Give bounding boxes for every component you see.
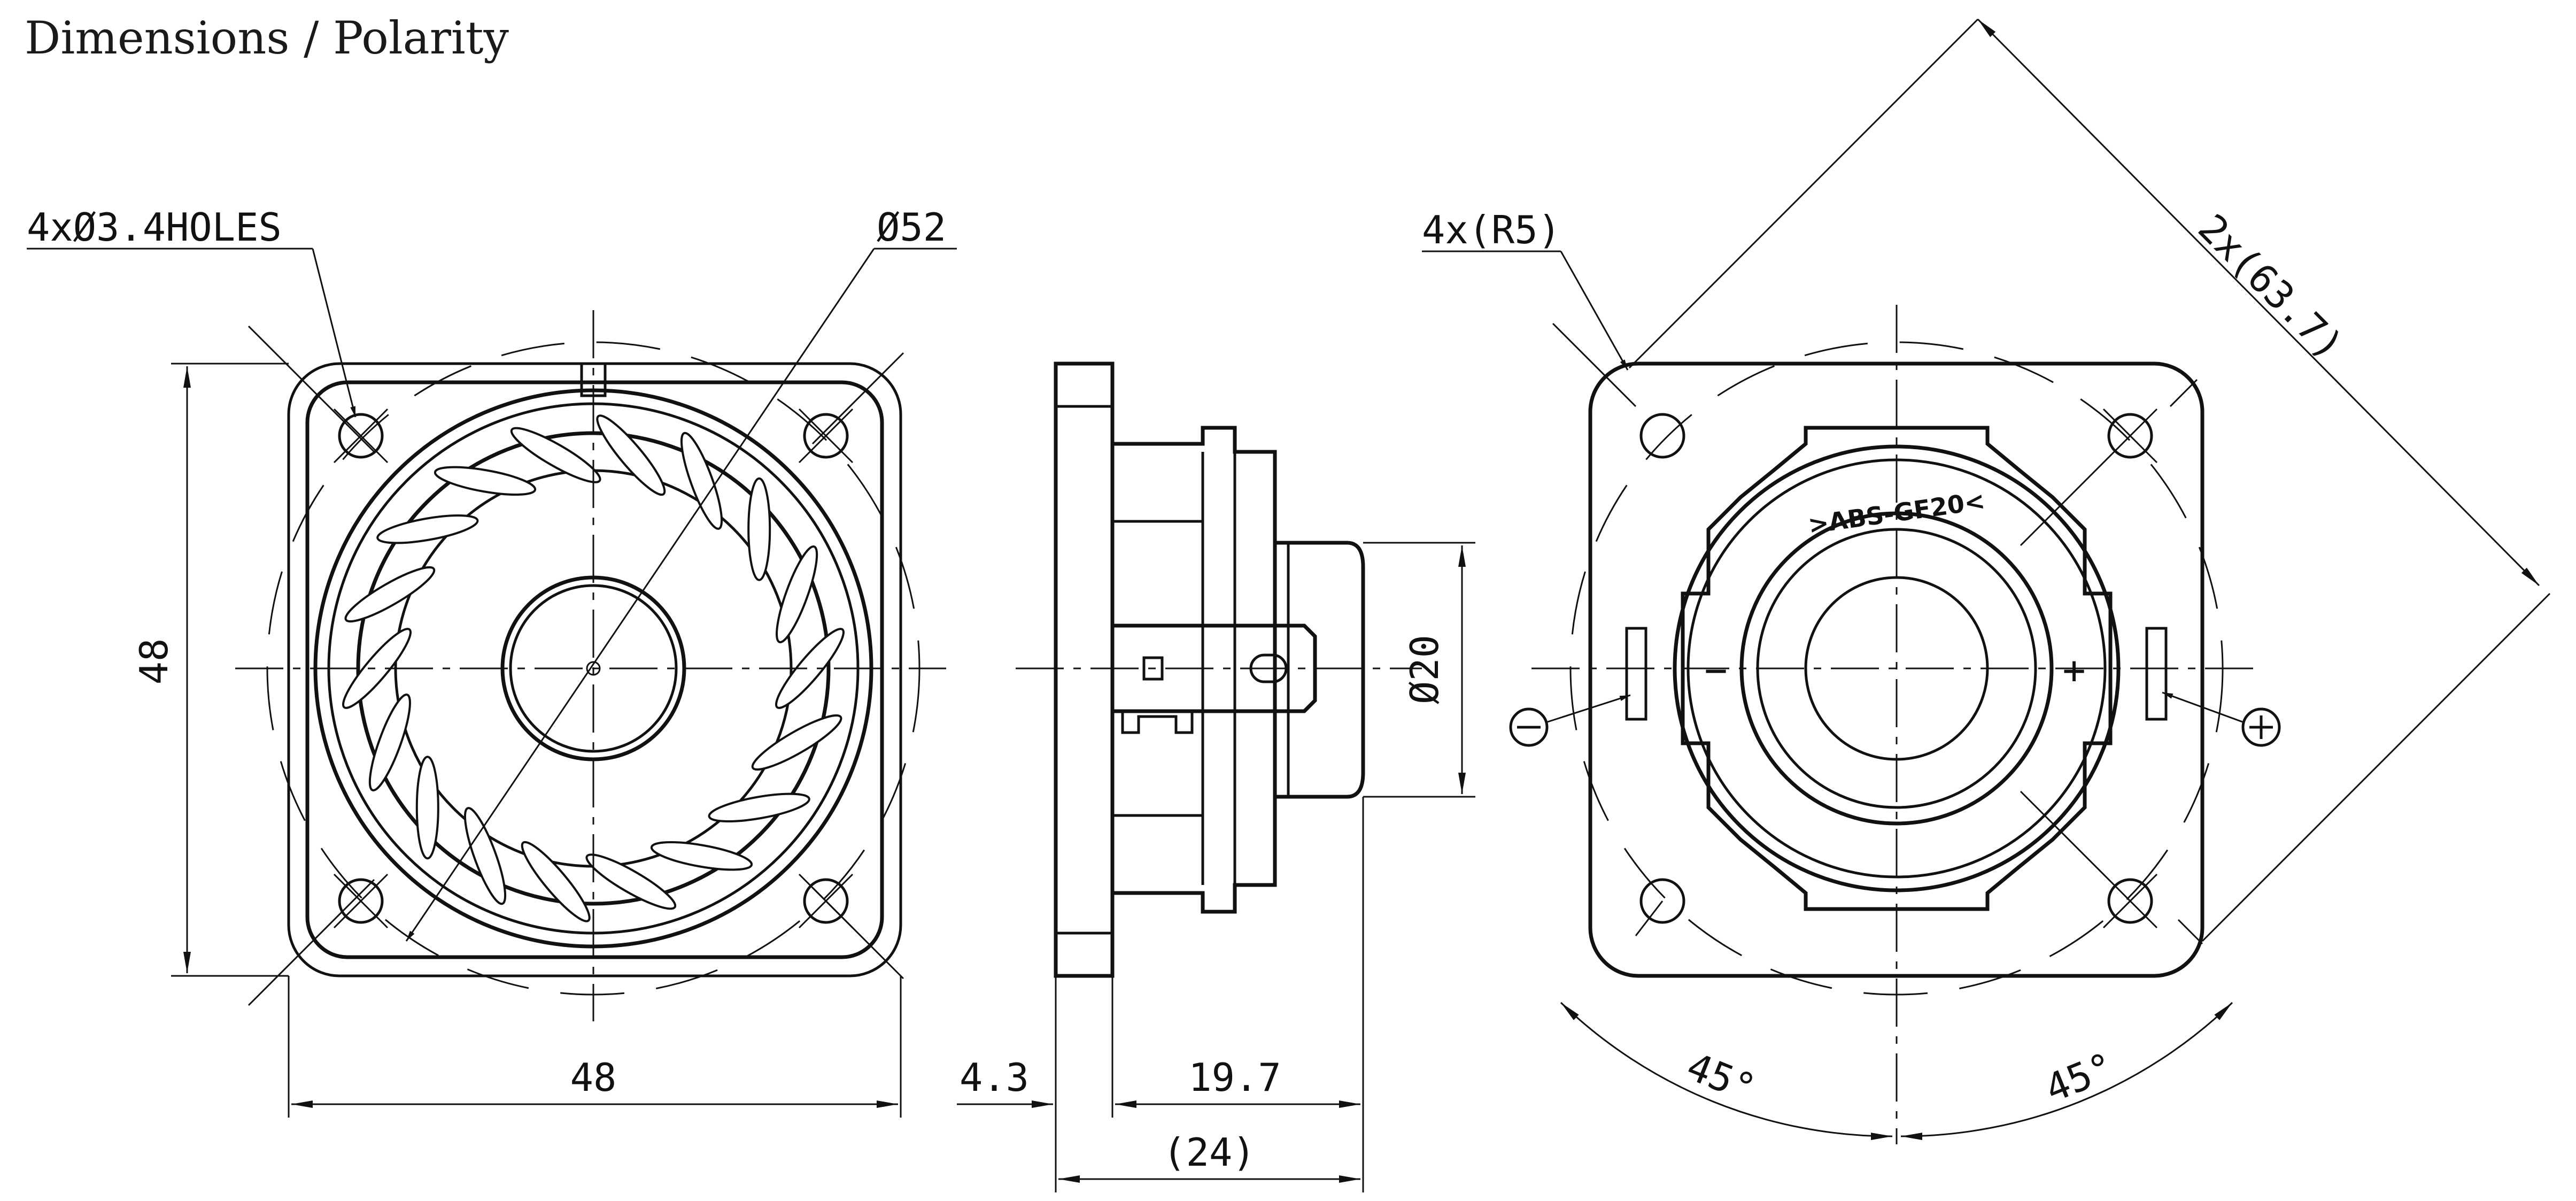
rear-hole-tl	[1639, 413, 1685, 459]
rear-hole-bl	[1639, 878, 1685, 924]
angle-arc-left	[1560, 1002, 1893, 1141]
surround-petal	[344, 566, 436, 623]
surround-petal	[521, 841, 591, 922]
minus-leader	[1547, 694, 1631, 723]
surround-petal	[650, 841, 753, 871]
surround-petal	[775, 628, 845, 709]
rear-terminal-right	[2145, 627, 2168, 721]
surround-petal	[463, 807, 507, 905]
front-hole-tl	[338, 413, 384, 459]
depth-label: 19.7	[1188, 1055, 1281, 1100]
surround-petal	[680, 432, 723, 530]
r5-label: 4x(R5)	[1422, 207, 1561, 252]
holes-label: 4xØ3.4HOLES	[27, 205, 282, 250]
diag-ext-right	[2201, 592, 2551, 942]
side-terminal-tab	[1142, 656, 1164, 681]
plus-mark: +	[2062, 648, 2085, 692]
holes-leader	[312, 248, 357, 418]
front-hole-bl	[338, 878, 384, 924]
plus-symbol-bar	[2249, 715, 2273, 739]
surround-petal	[708, 792, 810, 822]
front-hole-br	[803, 878, 849, 924]
dia52-leader	[405, 248, 875, 942]
surround-petal	[434, 466, 537, 496]
side-magnet	[1275, 541, 1365, 799]
front-view: Ø52 4xØ3.4HOLES 48 48	[27, 205, 957, 1118]
flange-label: 4.3	[960, 1055, 1029, 1100]
angle-arc-right	[1900, 1002, 2233, 1141]
plus-symbol	[2241, 707, 2281, 747]
angle-right-label: 45°	[2039, 1044, 2120, 1112]
surround-petal	[342, 628, 412, 709]
front-diagonal-leaders	[247, 325, 904, 1006]
height-label: 48	[131, 638, 176, 685]
diag-label: 2x(63.7)	[2190, 205, 2353, 368]
surround-petal	[376, 514, 479, 544]
front-dust-cap-inner	[509, 584, 678, 753]
rear-hole-br	[2107, 878, 2153, 924]
angle-left-label: 45°	[1681, 1044, 1762, 1112]
surround-petal	[776, 545, 818, 644]
surround-petal	[510, 427, 601, 483]
drawing-title: Dimensions / Polarity	[25, 12, 509, 64]
dia52-label: Ø52	[877, 205, 946, 250]
side-flange	[1054, 361, 1115, 978]
surround-petal	[585, 853, 677, 910]
front-inner-flange	[305, 380, 884, 959]
surround-petal	[368, 693, 411, 792]
surround-petal	[751, 714, 842, 771]
surround-petals	[342, 414, 845, 922]
diag-dim-line	[1977, 18, 2540, 587]
minus-mark: −	[1704, 648, 1727, 692]
rear-terminal-left	[1625, 627, 1647, 721]
plus-leader	[2162, 691, 2243, 723]
rear-view: >ABS-GF20< − + 4x(R5) 2x(63.7) 45° 45°	[1422, 18, 2551, 1144]
surround-petal	[596, 414, 666, 496]
side-view: Ø20 4.3 19.7 (24)	[957, 361, 1475, 1192]
diag-ext-top	[1628, 18, 1979, 369]
r5-leader	[1560, 251, 1629, 371]
magnet-dia-label: Ø20	[1402, 635, 1447, 704]
surround-petal	[415, 756, 439, 860]
minus-symbol	[1509, 707, 1549, 747]
side-terminal-clip	[1121, 711, 1194, 734]
front-hole-tr	[803, 413, 849, 459]
surround-petal	[747, 477, 771, 581]
total-label: (24)	[1163, 1130, 1255, 1175]
width-label: 48	[570, 1055, 617, 1100]
